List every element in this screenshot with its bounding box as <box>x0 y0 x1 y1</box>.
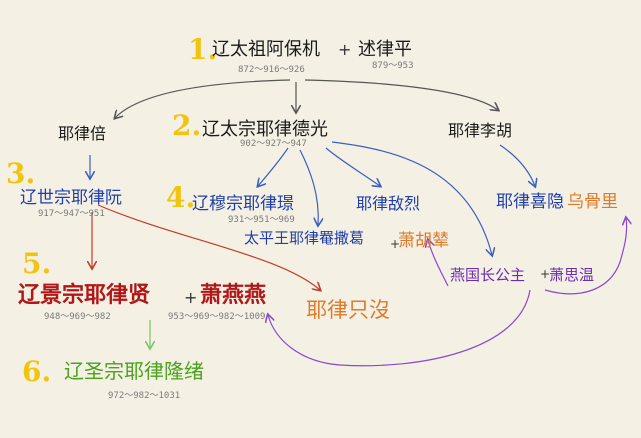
generation-6-number: 6. <box>22 355 52 388</box>
yanguo-name: 燕国长公主 <box>450 266 526 284</box>
taizu-dates: 872～916～926 <box>238 65 305 75</box>
muzong-dates: 931～951～969 <box>228 215 295 225</box>
taizong-name: 辽太宗耶律德光 <box>202 119 328 140</box>
plus-sign-taipingwang: + <box>390 237 401 251</box>
taizong-dates: 902～927～947 <box>240 139 307 149</box>
arrow-yanguo-to-xiaohunian <box>428 240 449 287</box>
xiaoyanyan-name: 萧燕燕 <box>200 283 267 308</box>
xiaosiwen-name: 萧思温 <box>549 266 595 284</box>
xiaohunian-name: 萧胡辇 <box>398 231 449 251</box>
arrow-shizong-to-zhimo <box>97 204 320 290</box>
taizu-name: 辽太祖阿保机 <box>212 39 320 60</box>
arrow-taizong-to-muzong <box>258 147 289 186</box>
zhimo-name: 耶律只沒 <box>306 298 390 322</box>
plus-sign-jingzong: + <box>184 288 198 307</box>
shengzong-name: 辽圣宗耶律隆绪 <box>64 359 204 383</box>
generation-1-number: 1. <box>188 33 218 66</box>
plus-sign-gen1: + <box>338 40 352 59</box>
generation-2-number: 2. <box>172 109 202 142</box>
wuguli-name: 乌骨里 <box>567 192 618 212</box>
bei-name: 耶律倍 <box>58 124 107 143</box>
generation-3-number: 3. <box>6 157 36 190</box>
arrow-taizu-to-lihu <box>304 79 498 110</box>
taizu-wife-dates: 879～953 <box>372 61 414 71</box>
arrow-taizong-to-dilie <box>325 147 380 186</box>
arrow-lihu-to-xiyin <box>499 144 535 186</box>
xiaoyanyan-dates: 953～969～982～1009 <box>168 312 266 322</box>
arrow-yanguo-to-xiaoyanyan <box>268 289 531 367</box>
arrow-yanguo-to-wuguli <box>544 218 627 295</box>
xiyin-name: 耶律喜隐 <box>496 192 564 212</box>
arrow-taizu-to-bei <box>115 79 291 118</box>
shizong-dates: 917～947～951 <box>38 209 105 219</box>
arrow-taizong-to-yanguo <box>331 141 492 255</box>
generation-5-number: 5. <box>22 247 52 280</box>
shizong-name: 辽世宗耶律阮 <box>20 188 122 208</box>
jingzong-name: 辽景宗耶律贤 <box>18 283 151 308</box>
jingzong-dates: 948～969～982 <box>44 312 111 322</box>
dilie-name: 耶律敌烈 <box>356 194 421 213</box>
muzong-name: 辽穆宗耶律璟 <box>192 194 294 214</box>
shengzong-dates: 972～982～1031 <box>108 391 181 401</box>
generation-4-number: 4. <box>166 181 196 214</box>
taipingwang-name: 太平王耶律罨撒葛 <box>244 229 365 247</box>
arrow-taizong-to-taipingwang <box>299 149 318 225</box>
lihu-name: 耶律李胡 <box>448 121 513 140</box>
taizu-wife-name: 述律平 <box>358 39 412 60</box>
plus-sign-yanguo: + <box>540 267 551 281</box>
